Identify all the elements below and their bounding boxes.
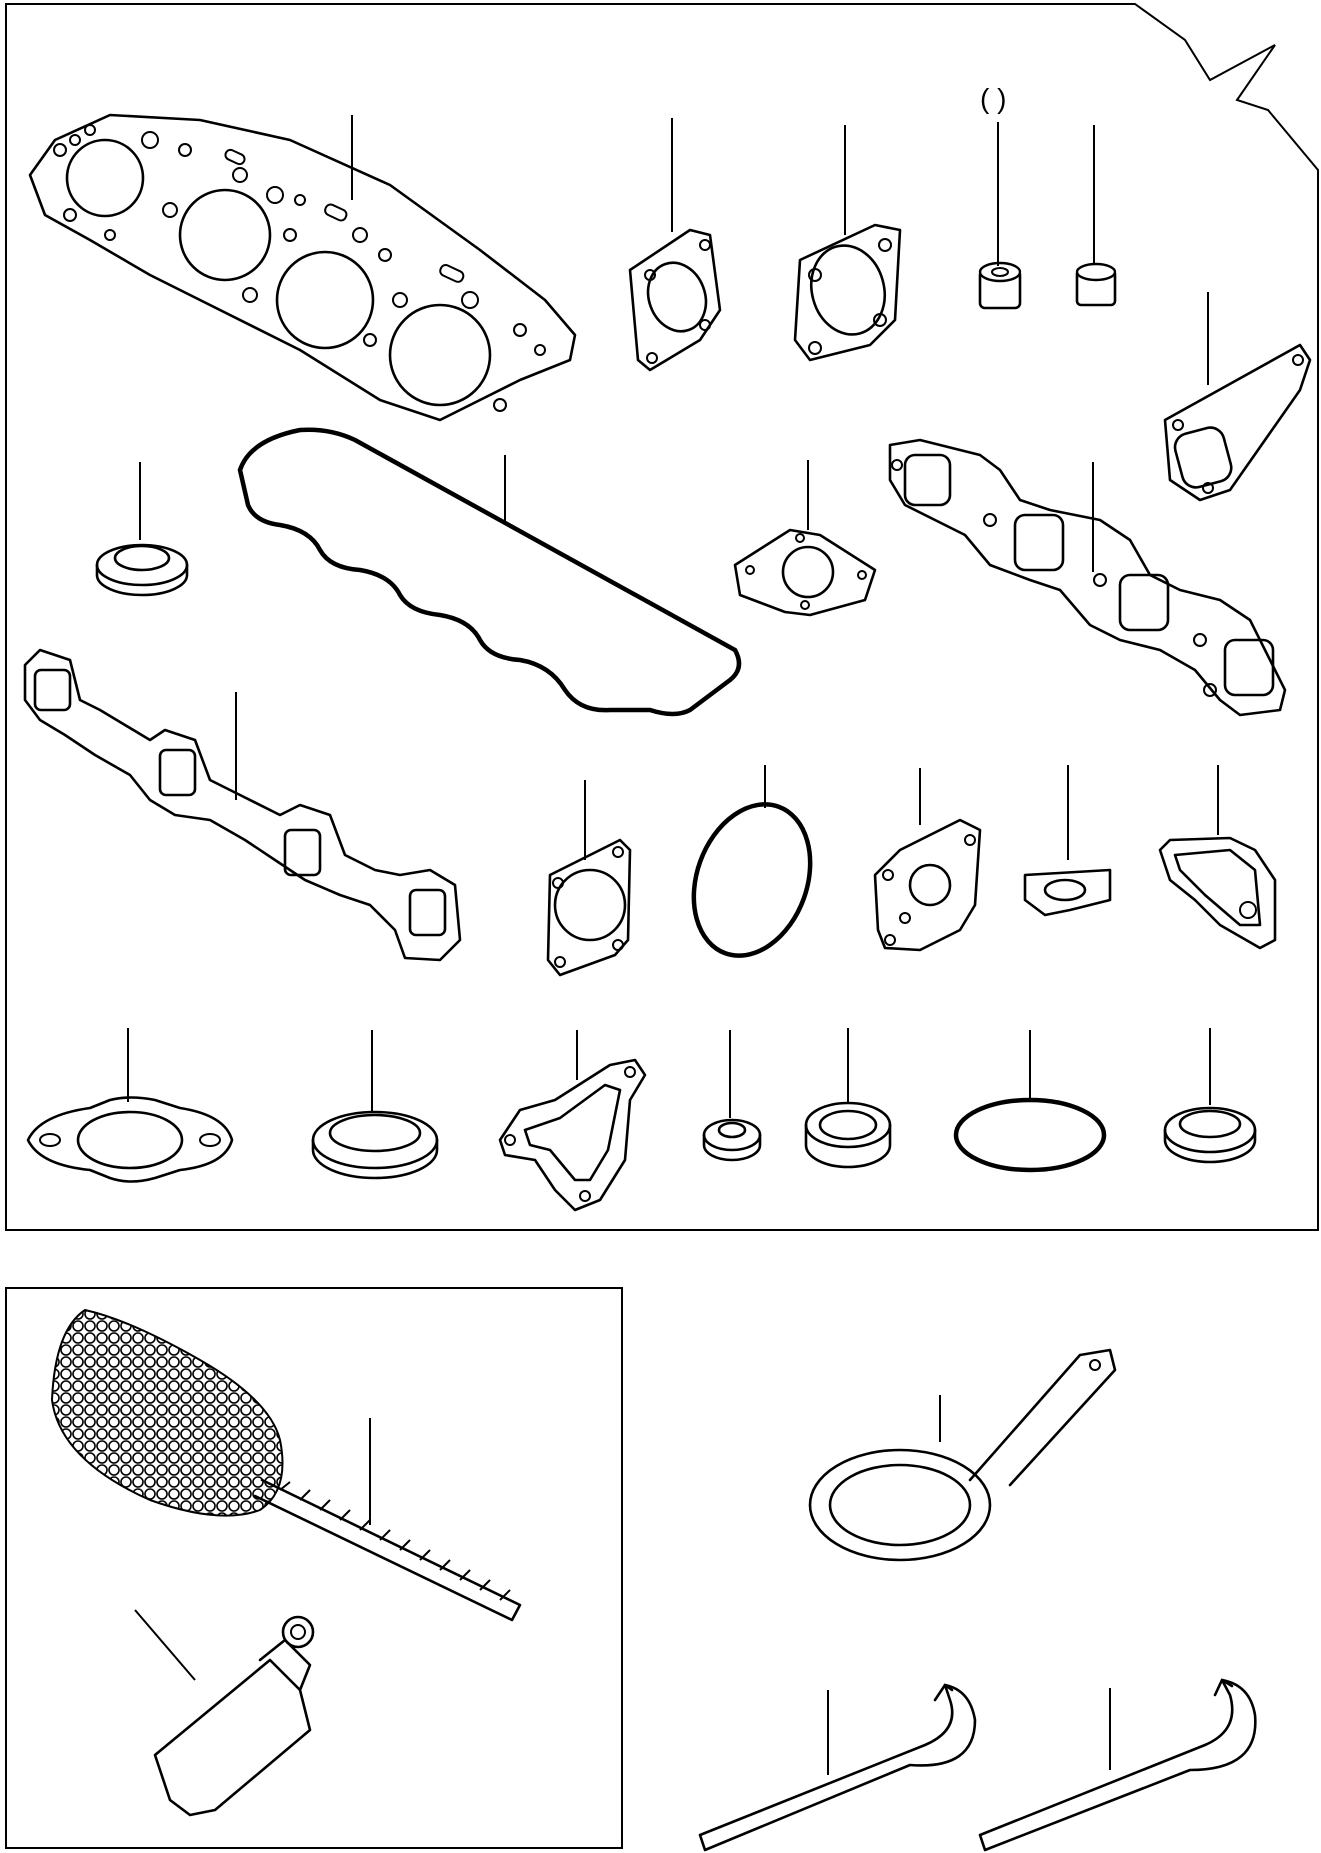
bracket-gasket [1163,343,1312,502]
water-pump-gasket [498,1058,647,1212]
cylinder-hone-brush [50,1308,522,1622]
oil-seal-ring [804,1101,892,1169]
sealant-tube [153,1615,315,1817]
square-gasket-c [546,838,632,977]
hook-spanner-b [978,1678,1257,1852]
tool-panel-frame [5,1287,623,1849]
valve-stem-seal [978,261,1022,310]
diamond-gasket [733,528,877,617]
water-outlet-gasket [873,818,982,952]
exhaust-manifold-gasket [888,438,1287,717]
cylinder-head-gasket [28,113,577,422]
flat-washer-b [311,1110,439,1180]
intake-manifold-gasket [23,648,462,962]
flat-washer-c [1163,1106,1257,1164]
callout-label: ( ) [980,83,1006,114]
hook-spanner-a [698,1683,977,1852]
flange-gasket [26,1096,234,1183]
o-ring-large [691,802,813,958]
rocker-cover-gasket [237,427,742,717]
filter-wrench [808,1348,1117,1562]
thermostat-gasket [1158,836,1277,950]
square-gasket-a [628,228,722,372]
small-flange-gasket [1023,868,1112,917]
gasket-kit-panel-frame [5,3,1319,1231]
flat-washer-a [95,543,189,597]
small-oil-seal [702,1118,762,1162]
square-gasket-b [793,223,902,362]
sleeve [1075,262,1117,307]
o-ring-small [953,1097,1107,1173]
